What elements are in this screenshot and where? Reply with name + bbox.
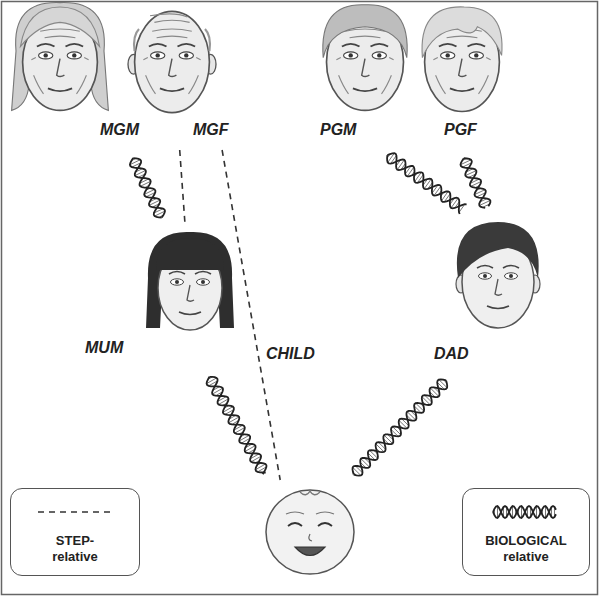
person-node: PGF <box>418 6 508 150</box>
legend-box: BIOLOGICAL relative <box>462 488 590 576</box>
biological-link <box>207 377 267 474</box>
helix-strand <box>493 506 556 518</box>
person-label: MGF <box>193 120 229 139</box>
biological-link <box>353 379 448 475</box>
dashed-sample <box>38 511 110 513</box>
helix-strand <box>209 377 265 473</box>
biological-link <box>461 158 491 208</box>
legend-box: STEP- relative <box>10 488 140 576</box>
biological-link <box>130 158 165 218</box>
helix-strand <box>353 380 448 474</box>
legend-sample <box>11 497 137 527</box>
person-label: CHILD <box>266 344 315 363</box>
person-label: MUM <box>85 338 123 357</box>
person-node: CHILD <box>262 480 358 584</box>
dashed-line <box>222 150 280 480</box>
legend-sample <box>463 497 587 527</box>
step-link <box>222 150 280 480</box>
person-node: DAD <box>428 214 550 374</box>
helix-strand <box>464 158 491 206</box>
person-node: MGF <box>128 10 238 150</box>
helix-strand <box>461 158 486 208</box>
person-label: MGM <box>100 120 139 139</box>
helix-rungs <box>353 380 447 476</box>
person-label: PGM <box>320 120 356 139</box>
dashed-line <box>180 150 185 224</box>
helix-strand <box>207 377 267 474</box>
helix-strand <box>493 506 556 518</box>
helix-strand <box>133 158 162 218</box>
helix-rungs <box>130 158 165 217</box>
biological-link <box>387 153 467 214</box>
legend-text: BIOLOGICAL relative <box>474 533 578 565</box>
helix-strand <box>387 153 466 208</box>
helix-strand <box>130 158 165 218</box>
person-label: DAD <box>434 344 469 363</box>
helix-sample <box>493 506 556 518</box>
helix-strand <box>387 155 460 214</box>
helix-rungs <box>387 153 465 212</box>
person-node: PGM <box>310 6 415 150</box>
helix-rungs <box>461 159 491 208</box>
legend-text: STEP- relative <box>40 533 110 565</box>
person-node: MGM <box>12 4 150 150</box>
helix-rungs <box>207 377 267 472</box>
person-label: PGF <box>444 120 477 139</box>
step-link <box>180 150 185 224</box>
person-node: MUM <box>80 224 240 369</box>
